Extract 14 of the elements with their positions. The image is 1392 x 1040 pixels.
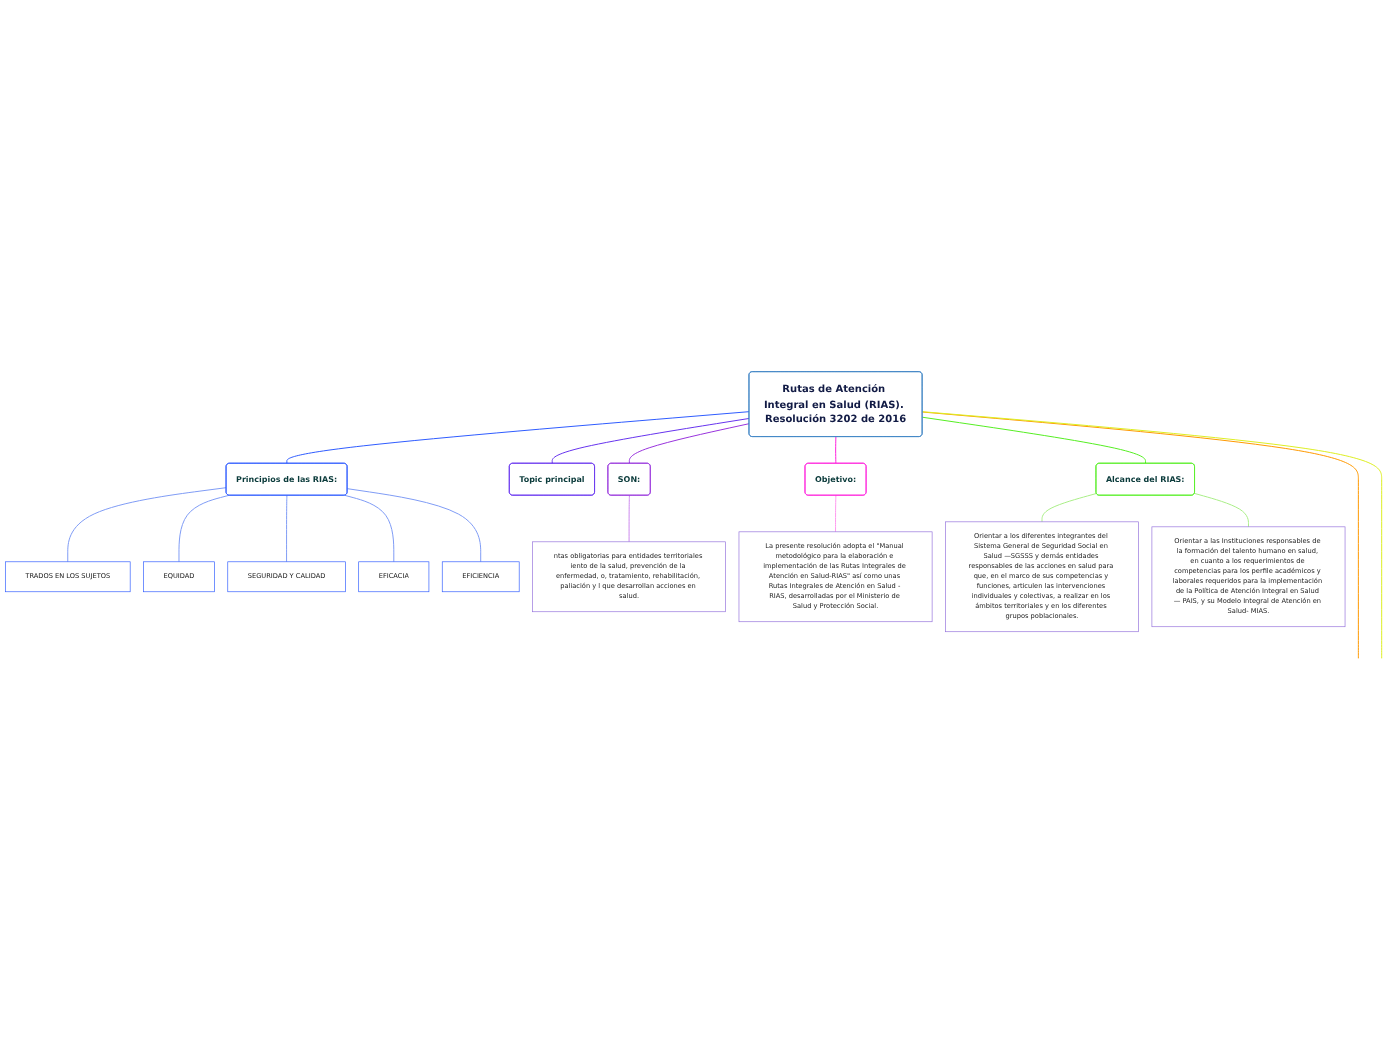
connector-line <box>286 495 288 563</box>
connector-line <box>551 417 750 465</box>
connector-line <box>346 488 482 563</box>
connector-line <box>628 423 750 465</box>
connector-line <box>1041 492 1098 523</box>
connector-line <box>921 416 1147 465</box>
connector-line <box>67 487 227 563</box>
connector-line <box>344 494 395 563</box>
connector-line <box>835 495 837 533</box>
connector-line <box>178 494 230 563</box>
connector-line <box>1194 492 1249 528</box>
connector-line <box>628 495 630 543</box>
connector-line <box>286 411 750 465</box>
connector-line <box>835 436 837 465</box>
